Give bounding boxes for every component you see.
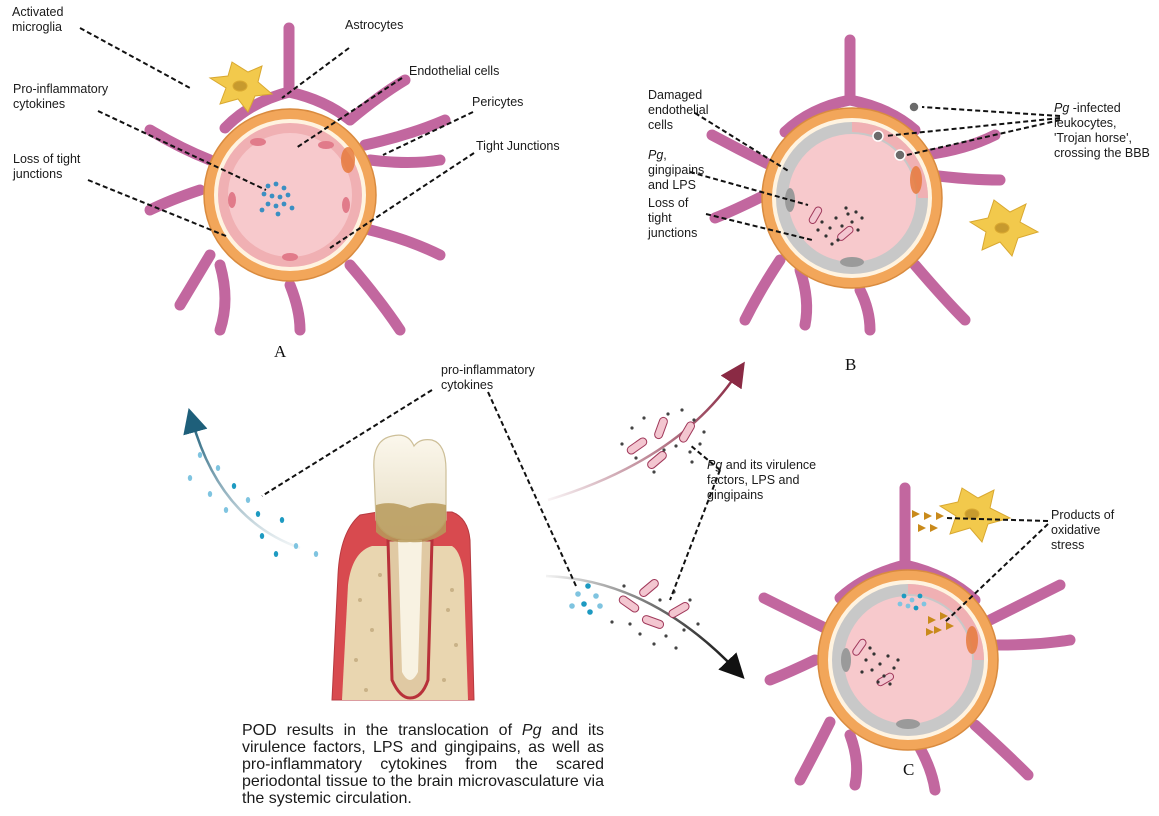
tooth-illustration — [332, 435, 474, 700]
cytokine-stream — [188, 452, 318, 557]
trojan-text: -infected leukocytes, 'Trojan horse', cr… — [1054, 101, 1150, 160]
pg-italic-center: Pg — [707, 458, 722, 472]
pg-italic-trojan: Pg — [1054, 101, 1069, 115]
label-loss-of-tight-junctions-a: Loss of tight junctions — [13, 152, 80, 182]
label-loss-of-tight-junctions-b: Loss of tight junctions — [648, 196, 697, 241]
panel-label-b: B — [845, 355, 856, 375]
caption-part1: POD results in the translocation of — [242, 722, 522, 739]
vessel-a — [150, 28, 445, 330]
caption-pg: Pg — [522, 722, 542, 739]
label-pericytes: Pericytes — [472, 95, 523, 110]
label-trojan-horse: Pg -infected leukocytes, 'Trojan horse',… — [1054, 101, 1150, 161]
label-astrocytes: Astrocytes — [345, 18, 403, 33]
label-products-of-oxidative-stress: Products of oxidative stress — [1051, 508, 1114, 553]
vessel-b — [712, 40, 1000, 330]
label-pg-gingipains-lps: Pg, gingipains and LPS — [648, 148, 704, 193]
label-activated-microglia: Activated microglia — [12, 5, 63, 35]
leader-lines-center — [262, 390, 720, 600]
label-damaged-endothelial-cells: Damaged endothelial cells — [648, 88, 708, 133]
label-pro-inflammatory-cytokines-center: pro-inflammatory cytokines — [441, 363, 535, 393]
virulence-text: and its virulence factors, LPS and gingi… — [707, 458, 816, 502]
label-endothelial-cells: Endothelial cells — [409, 64, 499, 79]
microglia-c — [940, 488, 1010, 542]
leader-lines-c — [945, 518, 1048, 622]
panel-label-a: A — [274, 342, 286, 362]
lps-dots-lower — [610, 584, 699, 649]
pg-italic-b: Pg — [648, 148, 663, 162]
figure-caption: POD results in the translocation of Pg a… — [242, 722, 604, 807]
oxidative-triangles-top — [912, 510, 944, 532]
cytokine-arrow — [192, 420, 300, 548]
cytokine-cluster-center — [569, 583, 603, 615]
label-pg-virulence-factors: Pg and its virulence factors, LPS and gi… — [707, 458, 816, 503]
label-tight-junctions: Tight Junctions — [476, 139, 560, 154]
panel-label-c: C — [903, 760, 914, 780]
vessel-c — [764, 488, 1070, 790]
label-pro-inflammatory-cytokines-a: Pro-inflammatory cytokines — [13, 82, 108, 112]
microglia-b — [970, 200, 1038, 256]
